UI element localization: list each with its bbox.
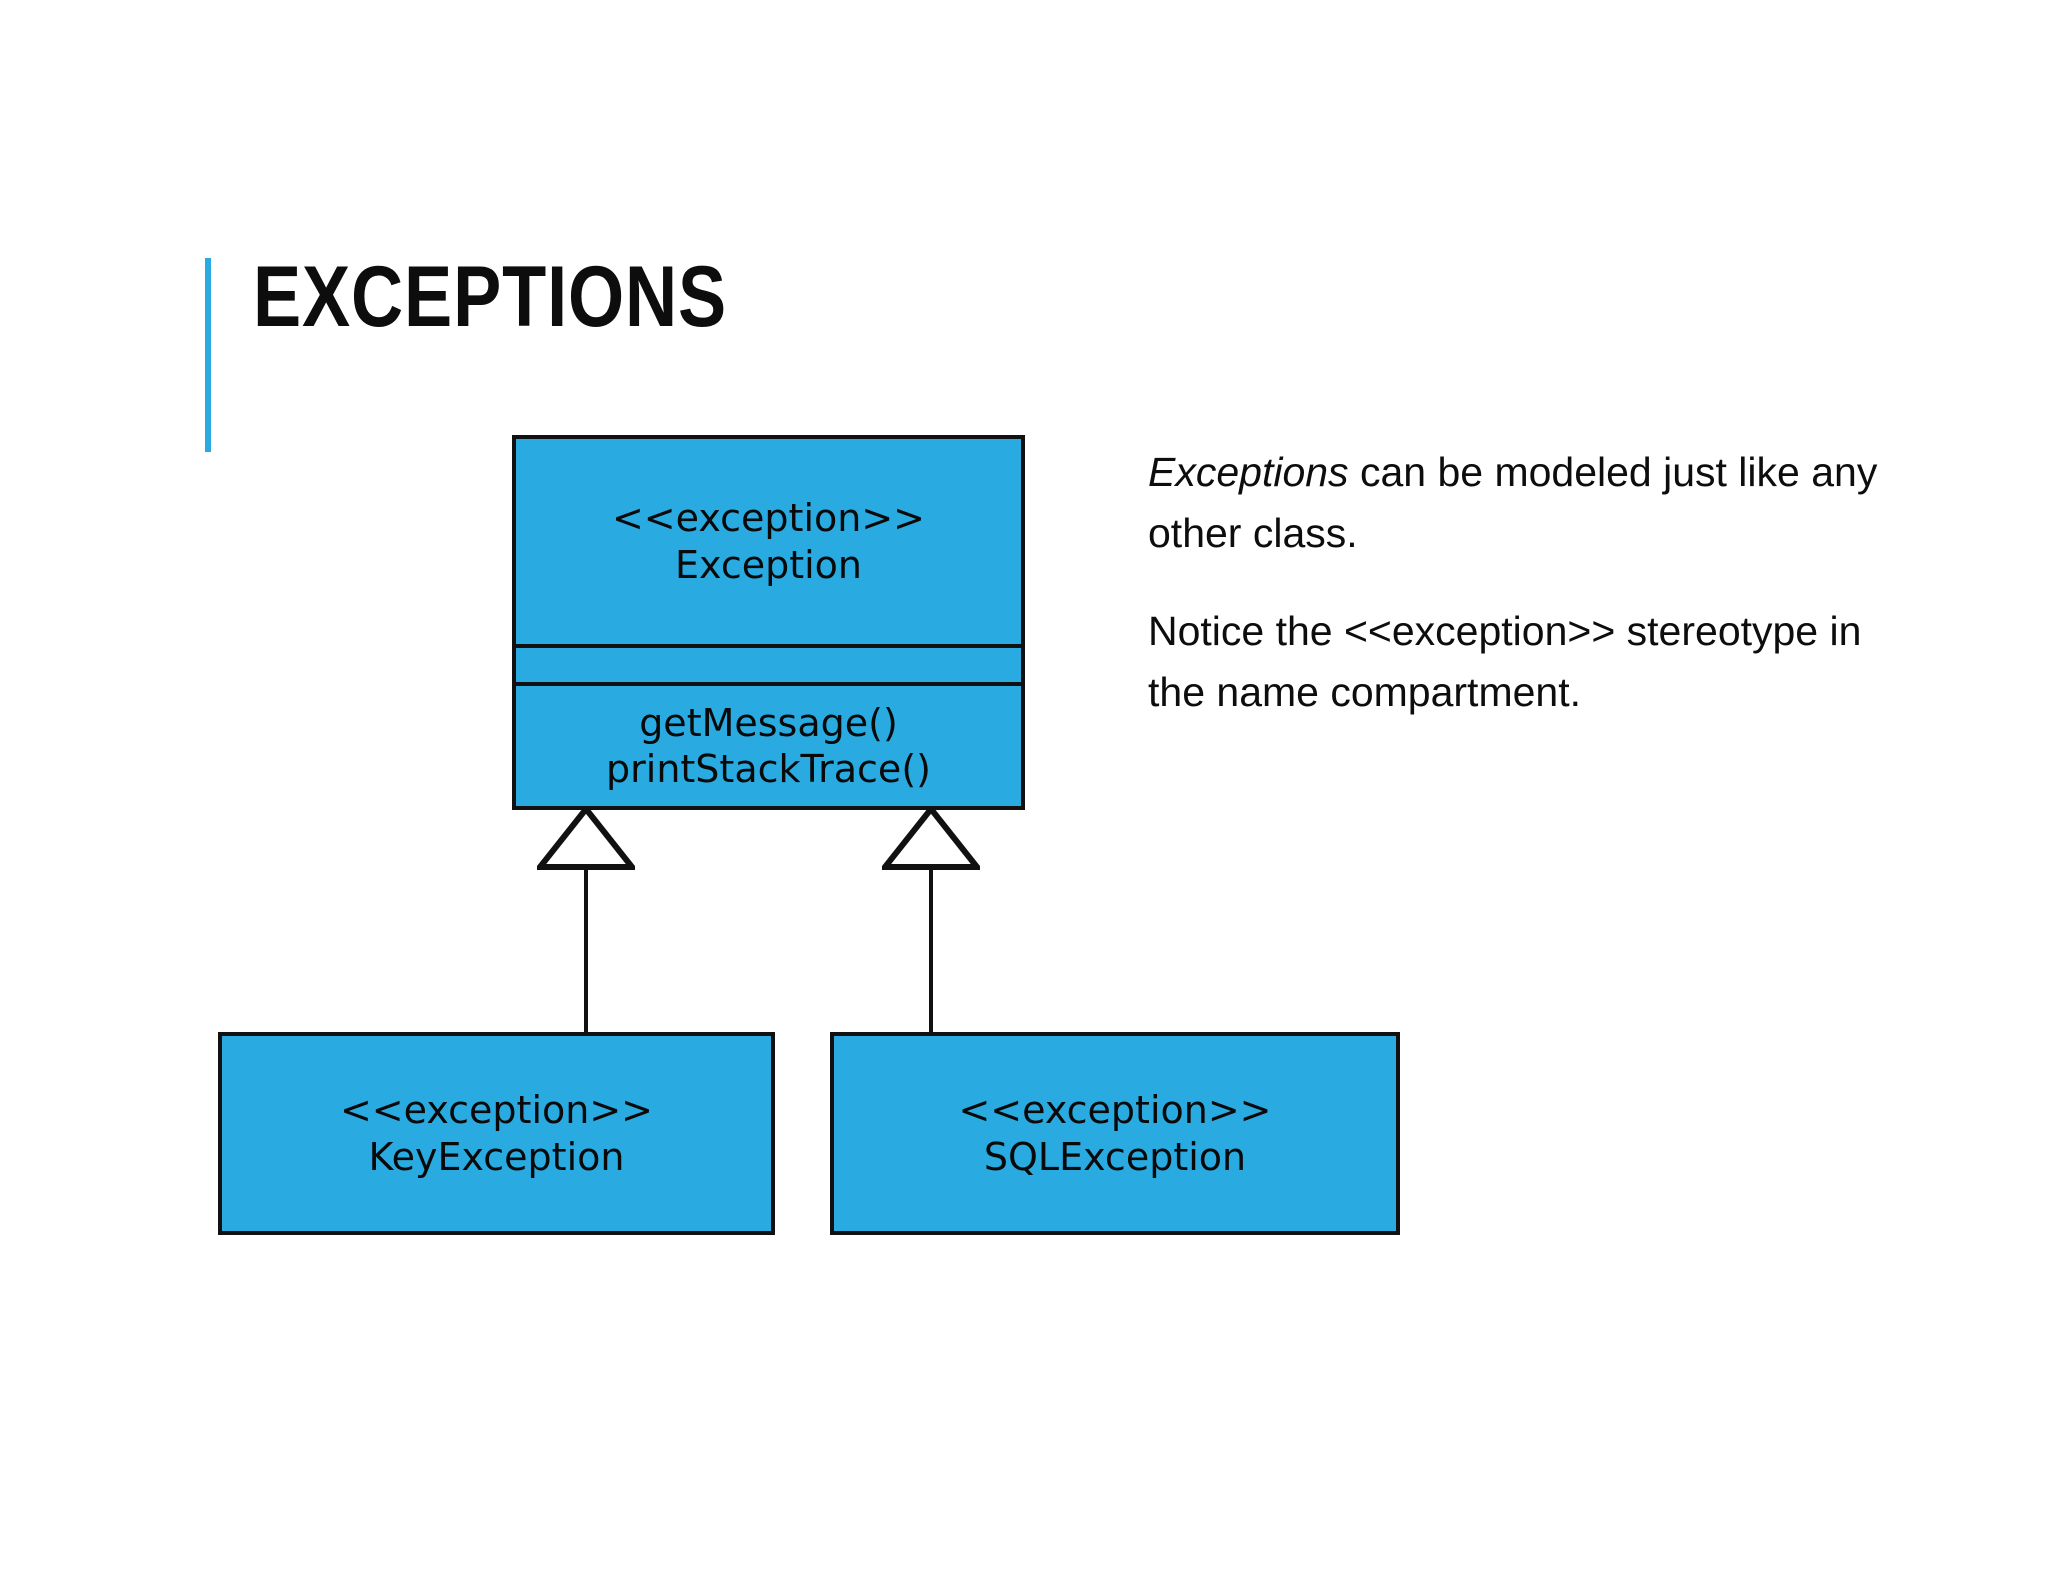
uml-class-exception[interactable]: <<exception>> Exception getMessage() pri… [512, 435, 1025, 810]
stereotype-label: <<exception>> [611, 496, 926, 541]
operation-label: getMessage() [639, 700, 898, 745]
attributes-compartment [516, 644, 1021, 682]
class-name-label: SQLException [983, 1134, 1247, 1179]
body-text-rest: can be modeled just like any other class… [1148, 449, 1878, 556]
title-accent-bar [205, 258, 211, 452]
class-name-label: KeyException [368, 1134, 625, 1179]
stereotype-label: <<exception>> [958, 1088, 1272, 1133]
body-text: Exceptions can be modeled just like any … [1148, 442, 1888, 761]
emphasis-text: Exceptions [1148, 449, 1349, 495]
operation-label: printStackTrace() [606, 747, 931, 791]
name-compartment: <<exception>> SQLException [834, 1036, 1396, 1231]
generalization-line [929, 866, 933, 1034]
stereotype-label: <<exception>> [339, 1088, 654, 1133]
page-title: EXCEPTIONS [253, 249, 728, 345]
generalization-line [584, 866, 588, 1034]
body-paragraph-2: Notice the <<exception>> stereotype in t… [1148, 608, 1862, 716]
generalization-triangle-icon [537, 806, 635, 870]
body-paragraph-1: Exceptions can be modeled just like any … [1148, 442, 1888, 563]
name-compartment: <<exception>> Exception [516, 439, 1021, 644]
uml-class-sql-exception[interactable]: <<exception>> SQLException [830, 1032, 1400, 1235]
name-compartment: <<exception>> KeyException [222, 1036, 771, 1231]
operations-compartment: getMessage() printStackTrace() [516, 682, 1021, 806]
uml-class-key-exception[interactable]: <<exception>> KeyException [218, 1032, 775, 1235]
generalization-triangle-icon [882, 806, 980, 870]
class-name-label: Exception [674, 542, 862, 587]
